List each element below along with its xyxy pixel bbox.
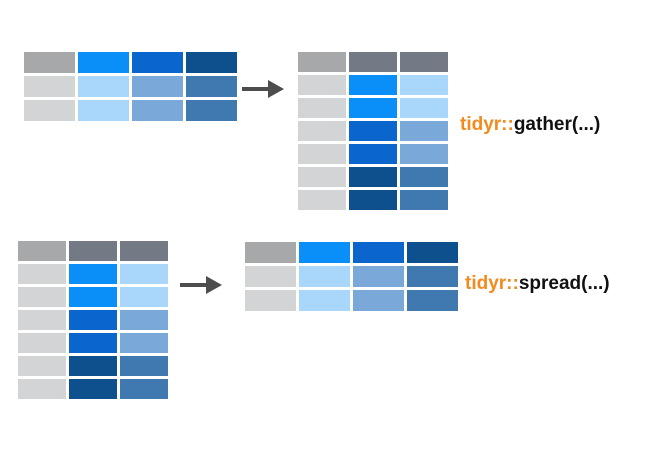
table-cell xyxy=(349,121,397,141)
table-cell xyxy=(69,241,117,261)
table-cell xyxy=(400,144,448,164)
table-cell xyxy=(298,98,346,118)
table-cell xyxy=(18,264,66,284)
table-cell xyxy=(120,379,168,399)
table-cell xyxy=(186,52,237,73)
table-cell xyxy=(120,356,168,376)
gather-function: gather(...) xyxy=(513,114,601,135)
table-cell xyxy=(69,287,117,307)
table-cell xyxy=(299,266,350,287)
table-cell xyxy=(69,379,117,399)
table-cell xyxy=(18,241,66,261)
arrow-right-icon xyxy=(242,80,284,98)
table-cell xyxy=(18,379,66,399)
table-cell xyxy=(353,290,404,311)
table-cell xyxy=(120,264,168,284)
table-cell xyxy=(186,76,237,97)
table-cell xyxy=(245,266,296,287)
table-cell xyxy=(407,290,458,311)
spread-package: tidyr:: xyxy=(465,273,519,294)
table-cell xyxy=(407,266,458,287)
wide-table-after-spread xyxy=(245,242,458,311)
table-cell xyxy=(78,100,129,121)
table-cell xyxy=(299,290,350,311)
table-cell xyxy=(24,100,75,121)
table-cell xyxy=(245,242,296,263)
table-cell xyxy=(349,52,397,72)
spread-function: spread(...) xyxy=(518,273,610,294)
table-cell xyxy=(407,242,458,263)
table-cell xyxy=(24,52,75,73)
table-cell xyxy=(400,98,448,118)
table-cell xyxy=(186,100,237,121)
gather-label: tidyr::gather(...) xyxy=(460,114,600,136)
table-cell xyxy=(349,75,397,95)
table-cell xyxy=(24,76,75,97)
table-cell xyxy=(400,75,448,95)
table-cell xyxy=(298,52,346,72)
wide-table-before-gather xyxy=(24,52,237,121)
arrow-right-icon xyxy=(180,276,222,294)
table-cell xyxy=(18,287,66,307)
table-cell xyxy=(78,52,129,73)
table-cell xyxy=(349,167,397,187)
table-cell xyxy=(298,167,346,187)
long-table-after-gather xyxy=(298,52,448,210)
table-cell xyxy=(69,264,117,284)
table-cell xyxy=(349,190,397,210)
table-cell xyxy=(132,100,183,121)
table-cell xyxy=(400,190,448,210)
table-cell xyxy=(298,121,346,141)
table-cell xyxy=(78,76,129,97)
table-cell xyxy=(120,333,168,353)
table-cell xyxy=(349,98,397,118)
table-cell xyxy=(69,333,117,353)
table-cell xyxy=(120,287,168,307)
table-cell xyxy=(132,76,183,97)
table-cell xyxy=(18,356,66,376)
table-cell xyxy=(349,144,397,164)
table-cell xyxy=(18,333,66,353)
table-cell xyxy=(400,52,448,72)
table-cell xyxy=(400,167,448,187)
table-cell xyxy=(298,190,346,210)
table-cell xyxy=(299,242,350,263)
gather-package: tidyr:: xyxy=(460,114,514,135)
table-cell xyxy=(353,266,404,287)
table-cell xyxy=(120,310,168,330)
table-cell xyxy=(400,121,448,141)
spread-label: tidyr::spread(...) xyxy=(465,273,610,295)
table-cell xyxy=(298,75,346,95)
table-cell xyxy=(298,144,346,164)
table-cell xyxy=(69,356,117,376)
long-table-before-spread xyxy=(18,241,168,399)
table-cell xyxy=(353,242,404,263)
table-cell xyxy=(245,290,296,311)
table-cell xyxy=(120,241,168,261)
table-cell xyxy=(18,310,66,330)
table-cell xyxy=(69,310,117,330)
table-cell xyxy=(132,52,183,73)
